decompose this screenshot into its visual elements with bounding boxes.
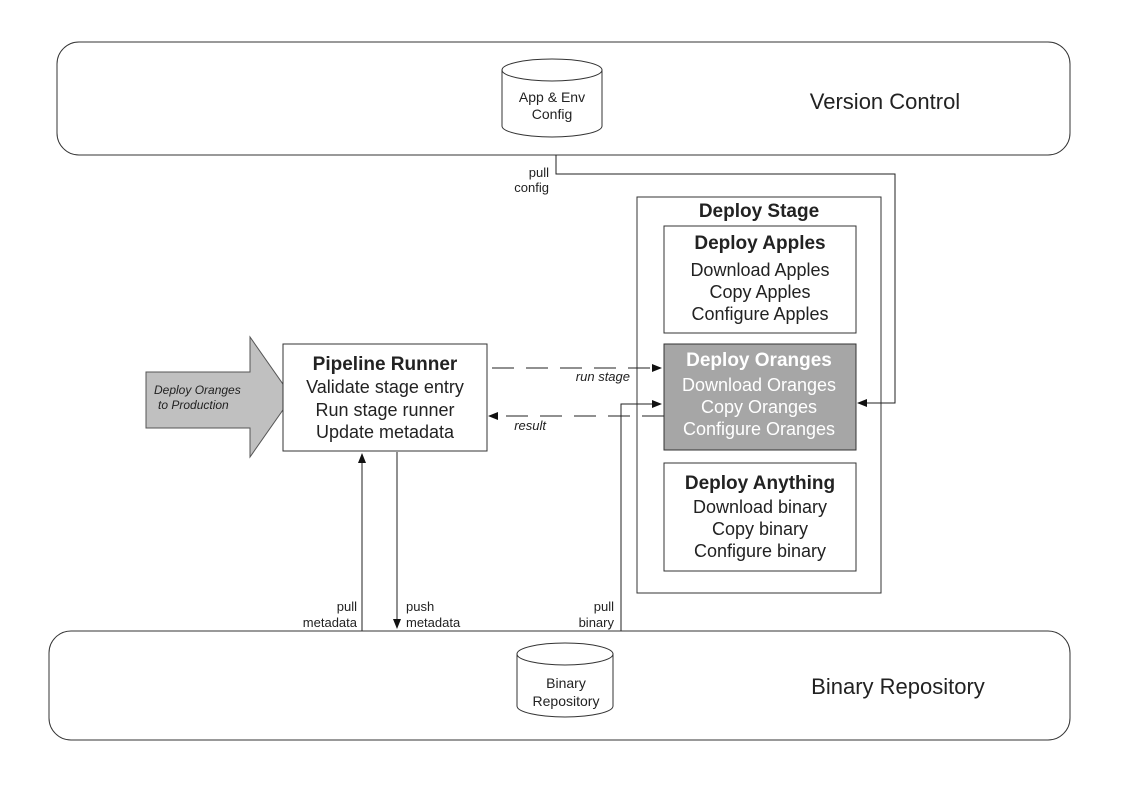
pipeline-runner-step: Run stage runner (315, 400, 454, 420)
deploy-oranges-step: Copy Oranges (701, 397, 817, 417)
deploy-anything-title: Deploy Anything (685, 473, 835, 494)
trigger-label-1: Deploy Oranges (154, 383, 241, 397)
result-label: result (514, 418, 547, 433)
binary-repository-lane: Binary Repository Binary Repository (48, 630, 1071, 741)
pull-config-connector (555, 155, 896, 407)
trigger-arrow-shape (145, 335, 293, 459)
pull-metadata-label-2: metadata (303, 615, 358, 630)
deploy-apples-title: Deploy Apples (694, 233, 825, 254)
pipeline-runner-step: Update metadata (316, 422, 455, 442)
binary-database-icon: Binary Repository (516, 642, 614, 718)
deploy-oranges-step: Configure Oranges (683, 419, 835, 439)
deploy-apples-step: Configure Apples (691, 304, 828, 324)
deploy-anything-step: Download binary (693, 497, 827, 517)
version-control-lane: Version Control App & Env Config (56, 41, 1071, 156)
deploy-oranges-title: Deploy Oranges (686, 350, 832, 371)
config-database-label-2: Config (532, 106, 572, 122)
pull-metadata-label-1: pull (337, 599, 357, 614)
push-metadata-label-1: push (406, 599, 434, 614)
deploy-apples-step: Copy Apples (709, 282, 810, 302)
pull-binary-label-1: pull (594, 599, 614, 614)
deploy-apples-step: Download Apples (690, 260, 829, 280)
deploy-oranges-box: Deploy Oranges Download Oranges Copy Ora… (663, 343, 857, 451)
pull-binary-connector (620, 400, 662, 631)
deploy-anything-step: Copy binary (712, 519, 808, 539)
version-control-title: Version Control (810, 89, 960, 114)
edge-labels: pull config run stage result pull metada… (303, 165, 630, 630)
binary-repository-title: Binary Repository (811, 674, 985, 699)
trigger-label-2: to Production (158, 398, 229, 412)
pipeline-runner-box: Pipeline Runner Validate stage entry Run… (282, 343, 488, 452)
pull-config-label-1: pull (529, 165, 549, 180)
pull-binary-label-2: binary (579, 615, 615, 630)
pipeline-runner-title: Pipeline Runner (313, 354, 458, 375)
trigger-arrow: Deploy Oranges to Production (145, 335, 293, 459)
pipeline-runner-step: Validate stage entry (306, 377, 464, 397)
run-stage-label: run stage (576, 369, 630, 384)
config-database-label-1: App & Env (519, 89, 585, 105)
binary-database-label-1: Binary (546, 675, 586, 691)
deploy-anything-step: Configure binary (694, 541, 826, 561)
connectors (358, 155, 896, 631)
binary-database-label-2: Repository (533, 693, 600, 709)
deploy-oranges-step: Download Oranges (682, 375, 836, 395)
deploy-apples-box: Deploy Apples Download Apples Copy Apple… (663, 225, 857, 334)
config-database-icon: App & Env Config (501, 58, 603, 138)
deploy-stage-title: Deploy Stage (699, 201, 819, 222)
deploy-anything-box: Deploy Anything Download binary Copy bin… (663, 462, 857, 572)
push-metadata-label-2: metadata (406, 615, 461, 630)
pull-config-label-2: config (514, 180, 549, 195)
